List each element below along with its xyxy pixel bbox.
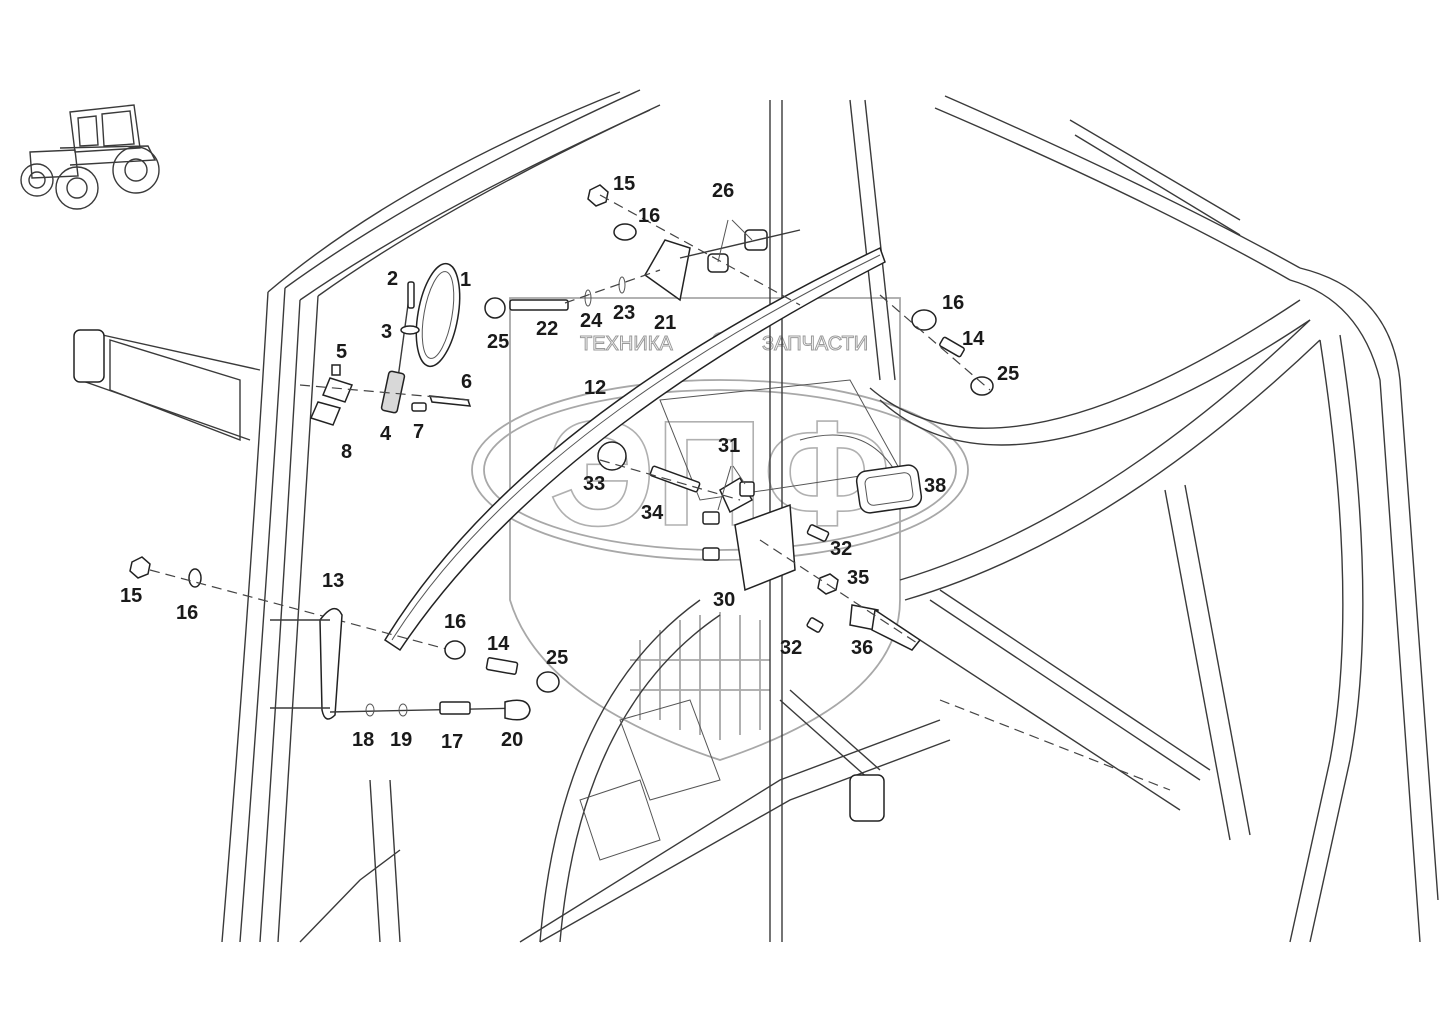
callout-32-lower: 32 — [780, 637, 802, 659]
watermark-left-word: ТЕХНИКА — [580, 333, 673, 355]
tractor-icon — [20, 104, 160, 210]
callout-labels: 1 2 3 4 5 6 7 8 12 13 14 14 15 15 16 16 … — [120, 173, 1019, 753]
right-fasteners — [879, 294, 994, 396]
callout-26: 26 — [712, 180, 734, 202]
callout-2: 2 — [387, 268, 398, 290]
callout-3: 3 — [381, 321, 392, 343]
callout-15-upper: 15 — [613, 173, 635, 195]
callout-16-lower-left: 16 — [176, 602, 198, 624]
callout-13: 13 — [322, 570, 344, 592]
upper-fasteners — [484, 184, 801, 319]
callout-6: 6 — [461, 371, 472, 393]
callout-15-lower: 15 — [120, 585, 142, 607]
callout-34: 34 — [641, 502, 664, 524]
callout-25-upper: 25 — [487, 331, 509, 353]
callout-5: 5 — [336, 341, 347, 363]
callout-16-right: 16 — [942, 292, 964, 314]
callout-23: 23 — [613, 302, 635, 324]
cab-frame — [73, 89, 1439, 943]
callout-25-lower: 25 — [546, 647, 568, 669]
callout-12: 12 — [584, 377, 606, 399]
callout-21: 21 — [654, 312, 676, 334]
watermark-right-word: ЗАПЧАСТИ — [762, 333, 868, 355]
callout-16-upper: 16 — [638, 205, 660, 227]
callout-20: 20 — [501, 729, 523, 751]
callout-14-right: 14 — [962, 328, 985, 350]
bracket-assembly — [597, 441, 923, 651]
callout-35: 35 — [847, 567, 869, 589]
callout-14-lower: 14 — [487, 633, 510, 655]
callout-1: 1 — [460, 269, 471, 291]
callout-4: 4 — [380, 423, 392, 445]
callout-25-right: 25 — [997, 363, 1019, 385]
seal-strip — [383, 246, 886, 652]
lower-fasteners — [129, 556, 560, 721]
callout-18: 18 — [352, 729, 374, 751]
callout-17: 17 — [441, 731, 463, 753]
callout-33: 33 — [583, 473, 605, 495]
mirror-assembly — [299, 262, 472, 426]
leader-lines — [717, 219, 753, 511]
callout-31: 31 — [718, 435, 740, 457]
callout-7: 7 — [413, 421, 424, 443]
callout-22: 22 — [536, 318, 558, 340]
callout-19: 19 — [390, 729, 412, 751]
callout-30: 30 — [713, 589, 735, 611]
callout-36: 36 — [851, 637, 873, 659]
callout-32-upper: 32 — [830, 538, 852, 560]
callout-16-lower: 16 — [444, 611, 466, 633]
callout-38: 38 — [924, 475, 946, 497]
callout-24: 24 — [580, 310, 603, 332]
callout-8: 8 — [341, 441, 352, 463]
